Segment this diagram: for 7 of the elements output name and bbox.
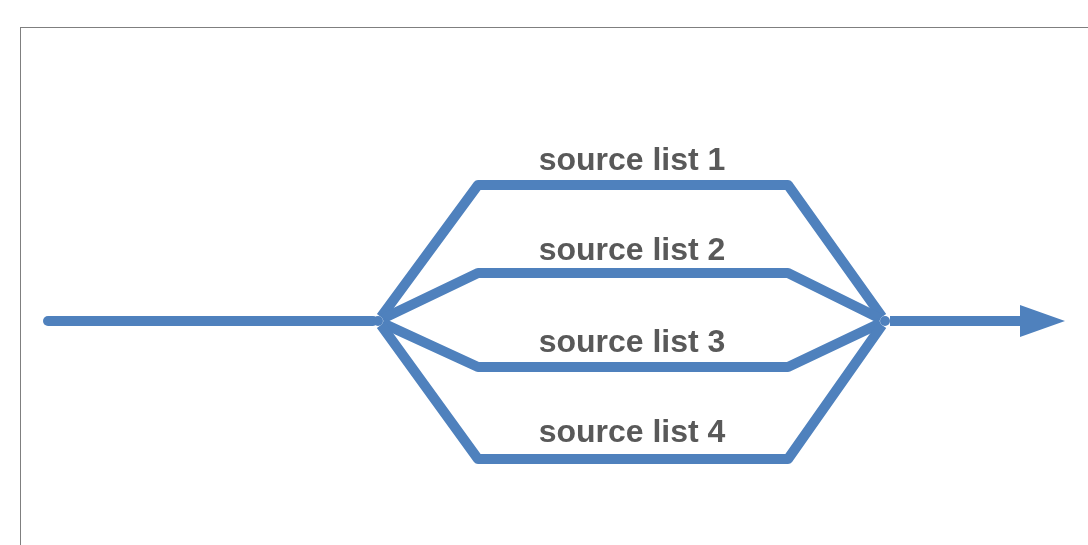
arrow [890, 305, 1065, 337]
junction-dot [373, 316, 383, 326]
connector-line [376, 322, 887, 464]
connector-line [380, 268, 883, 324]
connector-line [380, 318, 883, 372]
junction-dot [880, 316, 890, 326]
connector-line [43, 316, 378, 326]
